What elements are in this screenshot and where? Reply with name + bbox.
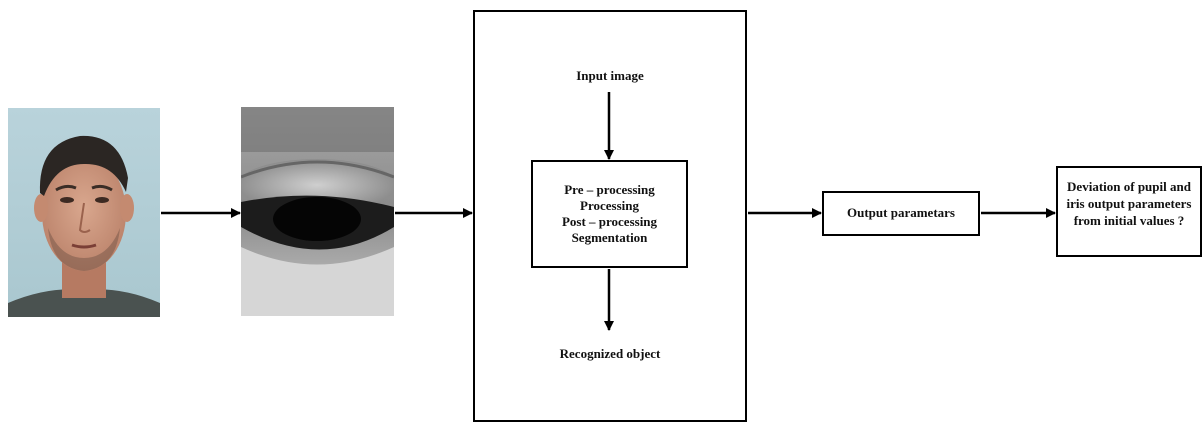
recognized-object-label: Recognized object (559, 346, 661, 361)
flow-arrows (161, 92, 1056, 331)
output-parameters-label: Output parametars (847, 205, 955, 220)
step-processing: Processing (580, 198, 639, 213)
step-preprocessing: Pre – processing (564, 182, 655, 197)
face-photo (8, 108, 160, 317)
deviation-question-box: Deviation of pupil and iris output param… (1056, 166, 1202, 257)
step-postprocessing: Post – processing (561, 214, 658, 229)
question-line-3: from initial values ? (1073, 213, 1185, 228)
processing-steps-box: Pre – processing Processing Post – proce… (531, 160, 688, 268)
step-segmentation: Segmentation (571, 230, 648, 245)
input-image-label: Input image (576, 68, 644, 83)
eye-closeup-photo (241, 107, 394, 316)
question-line-1: Deviation of pupil and (1067, 179, 1191, 194)
question-line-2: iris output parameters (1066, 196, 1192, 211)
output-parameters-box: Output parametars (822, 191, 980, 236)
